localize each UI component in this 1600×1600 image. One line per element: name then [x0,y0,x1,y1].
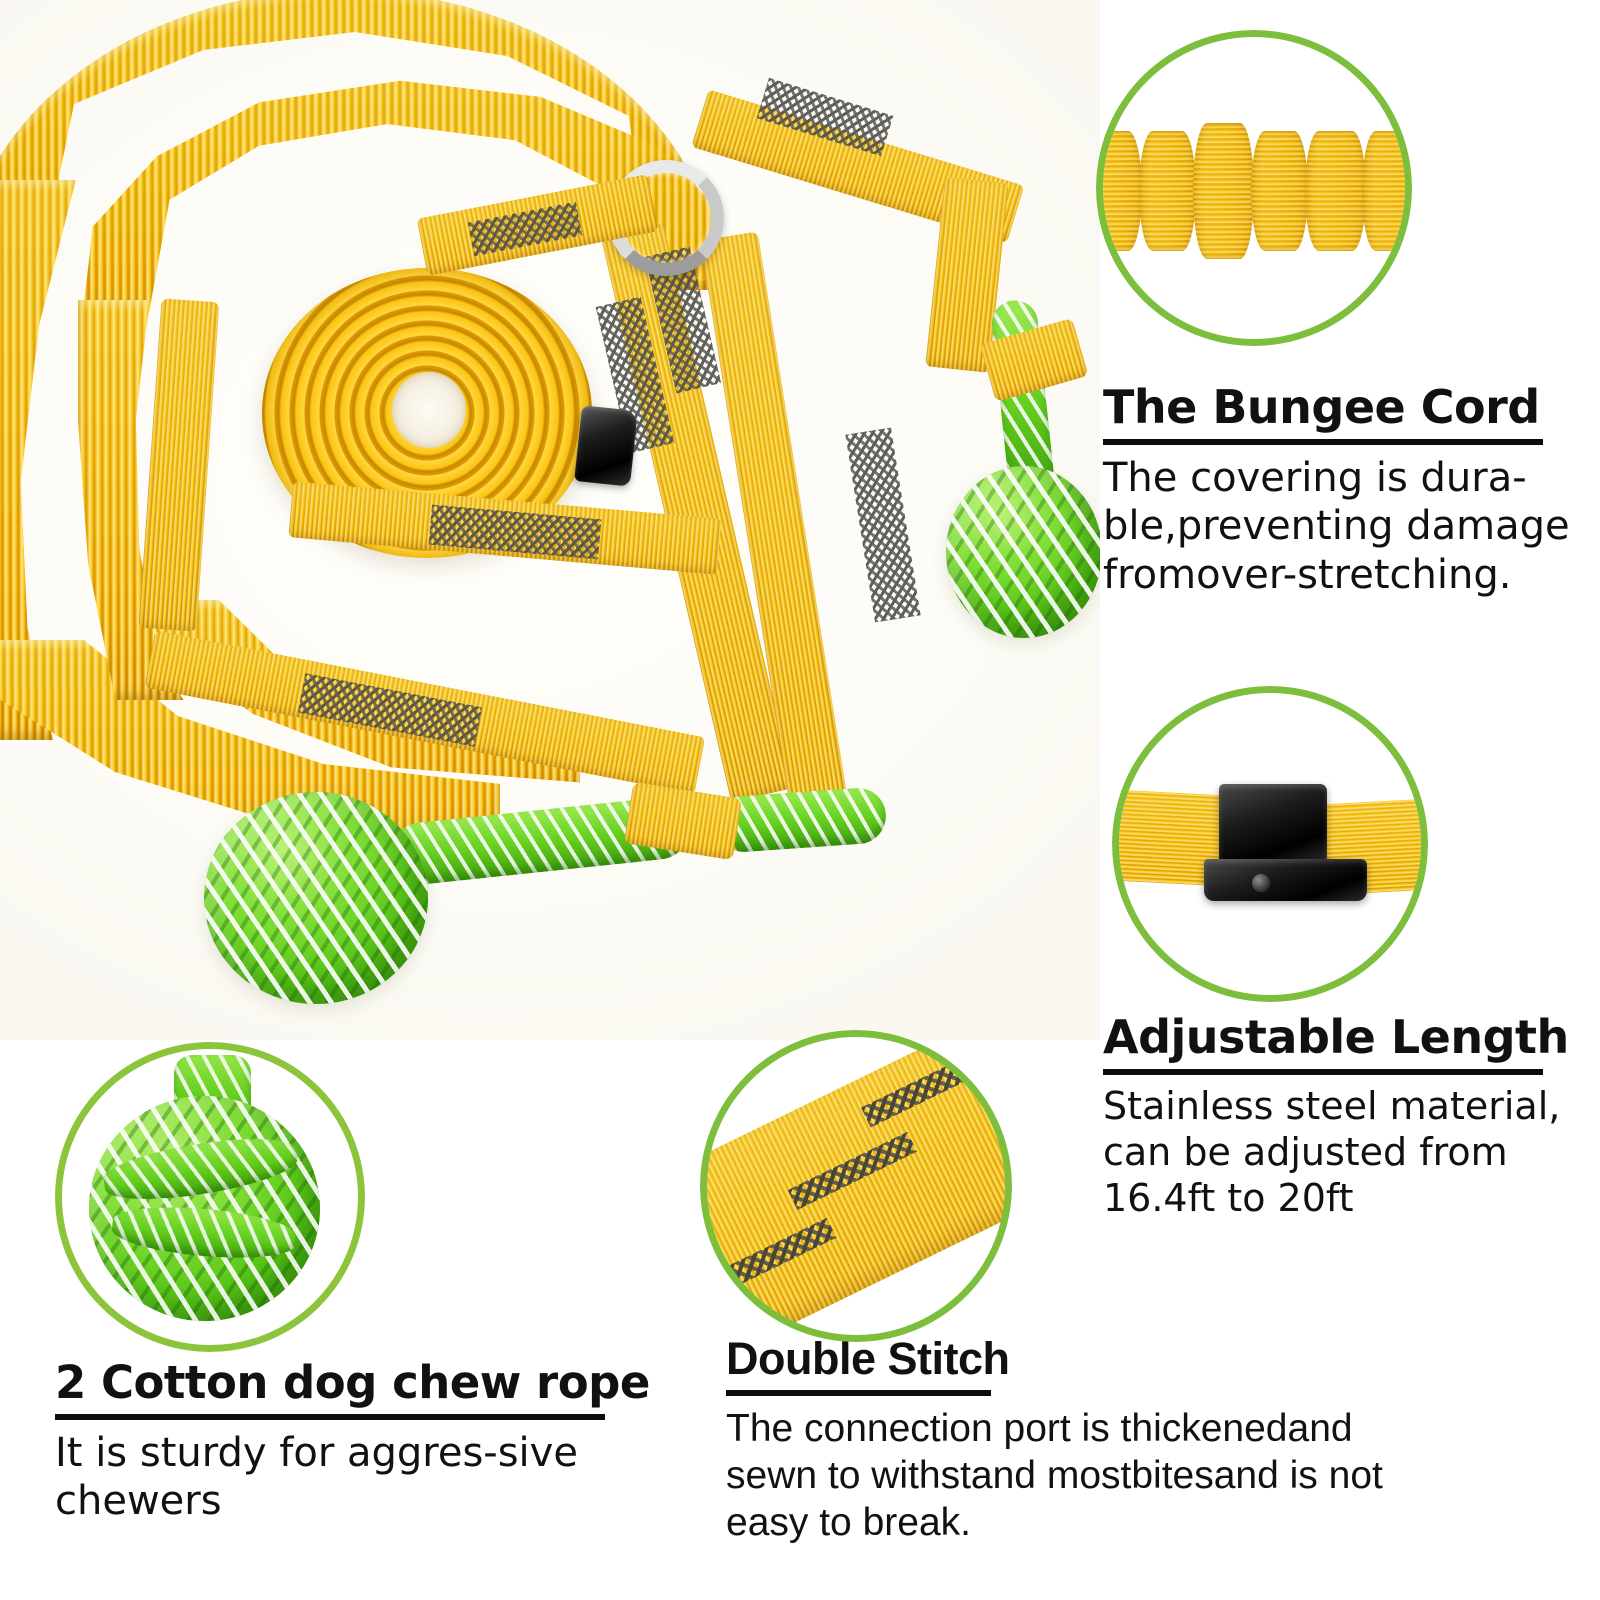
callout-double-stitch [700,1030,1012,1342]
feature-bungee-cord: The Bungee Cord The covering is dura-ble… [1103,380,1573,599]
stitch-marks-diagonal-c [845,427,921,623]
feature-title: The Bungee Cord [1103,380,1540,434]
cam-buckle-top [1218,783,1328,863]
black-buckle-clip [574,405,638,487]
callout-chew-rope [55,1042,365,1352]
feature-body: It is sturdy for aggres-sive chewers [55,1429,578,1525]
zigzag-stitch-line-1 [707,1216,837,1296]
feature-double-stitch: Double Stitch The connection port is thi… [726,1333,1426,1546]
stitched-webbing-closeup [707,1037,1005,1335]
feature-body: The connection port is thickenedand sewn… [726,1406,1383,1545]
callout-rope-image [62,1049,358,1345]
callout-bungee-cord-image [1103,37,1405,339]
feature-divider [1103,1068,1543,1075]
feature-title: 2 Cotton dog chew rope [55,1356,650,1409]
callout-stitch-image [707,1037,1005,1335]
coiled-strap-center [392,372,466,448]
product-photo [0,0,1100,1040]
callout-adjustable-buckle [1112,686,1428,1002]
cam-buckle-rivet [1251,874,1270,893]
zigzag-stitch-line-3 [861,1048,992,1127]
feature-title: Adjustable Length [1103,1010,1569,1064]
feature-body: The covering is dura-ble,preventing dama… [1103,454,1570,598]
feature-chew-rope: 2 Cotton dog chew rope It is sturdy for … [55,1356,650,1526]
feature-body: Stainless steel material, can be adjuste… [1103,1083,1561,1220]
rope-knot-ball-right [946,466,1100,638]
zigzag-stitch-line-2 [787,1130,918,1210]
cam-buckle-lever [1203,859,1367,902]
feature-divider [726,1389,991,1396]
feature-title: Double Stitch [726,1333,1010,1384]
feature-adjustable-length: Adjustable Length Stainless steel materi… [1103,1010,1583,1222]
feature-divider [1103,438,1543,445]
callout-buckle-image [1119,693,1421,995]
rope-cord-left-tail [714,786,888,854]
callout-bungee-cord [1096,30,1412,346]
feature-divider [55,1413,605,1420]
rope-knot-ball-left [204,792,428,1004]
coil-tail-strap [138,298,220,632]
bungee-sleeve-closeup [1103,123,1405,259]
